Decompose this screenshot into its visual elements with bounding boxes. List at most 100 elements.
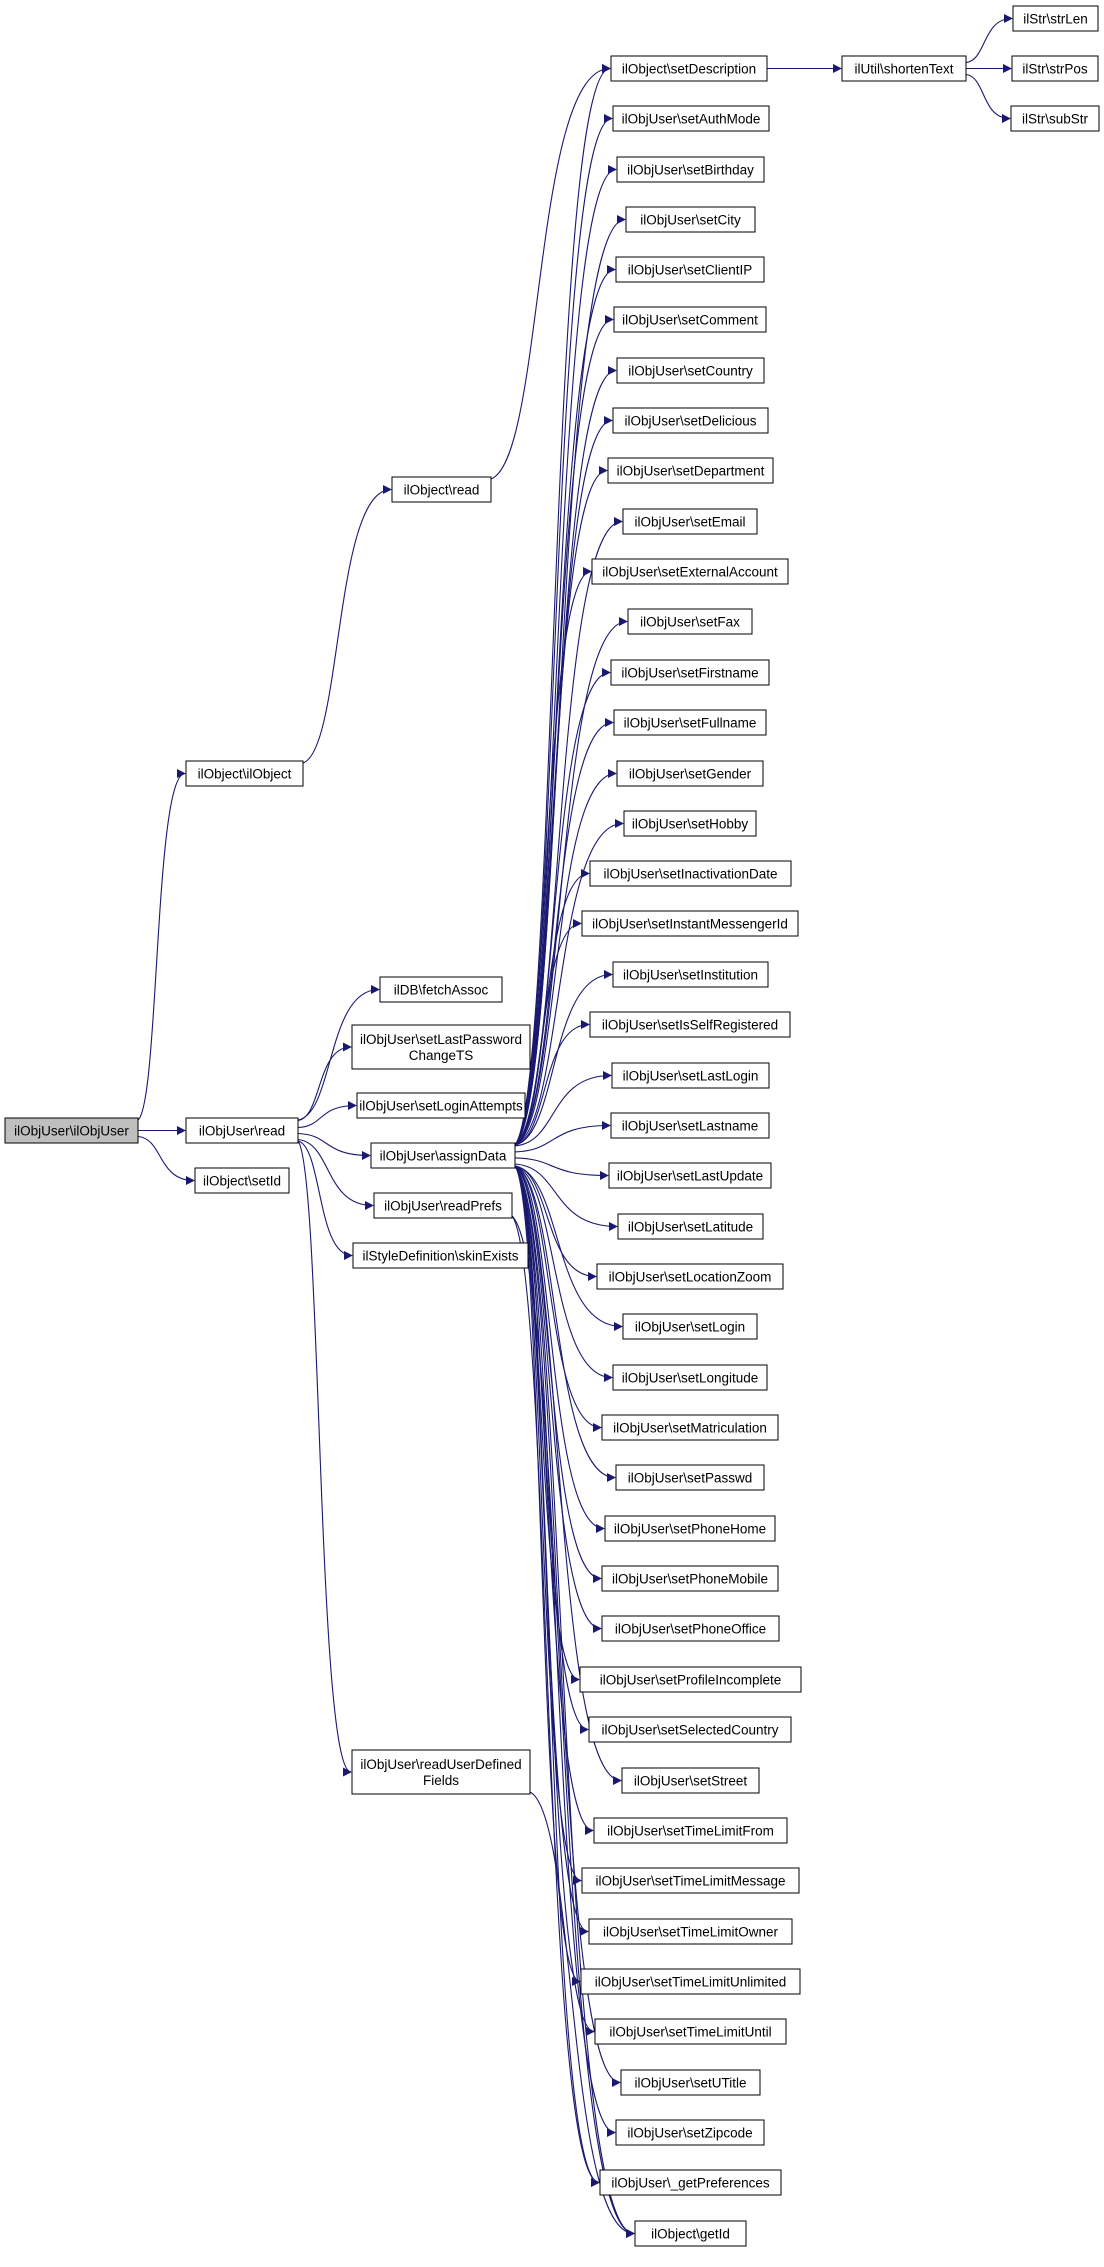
call-edge <box>514 1157 609 1180</box>
node-label: ilObjUser\setBirthday <box>627 162 754 177</box>
function-node[interactable]: ilObjUser\setPhoneOffice <box>601 1615 780 1642</box>
function-node[interactable]: ilObjUser\setTimeLimitFrom <box>593 1817 788 1844</box>
function-node[interactable]: ilObjUser\setMatriculation <box>601 1414 779 1441</box>
function-node[interactable]: ilObjUser\setLoginAttempts <box>356 1092 526 1119</box>
function-node[interactable]: ilObjUser\setPasswd <box>615 1464 765 1491</box>
function-node[interactable]: ilObjUser\setHobby <box>623 810 757 837</box>
node-label: ilObjUser\setCountry <box>628 363 753 378</box>
function-node[interactable]: ilObjUser\setProfileIncomplete <box>579 1666 802 1693</box>
function-node[interactable]: ilObject\getId <box>634 2220 747 2247</box>
function-node[interactable]: ilObjUser\setCity <box>625 206 756 233</box>
node-box <box>611 1062 770 1089</box>
node-box <box>623 810 757 837</box>
call-edge <box>514 718 614 1146</box>
node-label: ilObjUser\setZipcode <box>627 2125 752 2140</box>
node-label: ilObjUser\setDelicious <box>624 413 756 428</box>
function-node[interactable]: ilObjUser\readPrefs <box>373 1192 513 1219</box>
node-label: ilObjUser\setInstitution <box>623 967 758 982</box>
function-node[interactable]: ilObjUser\setCountry <box>616 357 765 384</box>
function-node[interactable]: ilObjUser\setTimeLimitMessage <box>581 1867 800 1894</box>
function-node[interactable]: ilObjUser\setBirthday <box>616 156 765 183</box>
function-node[interactable]: ilObject\ilObject <box>185 760 304 787</box>
function-node[interactable]: ilStr\strLen <box>1012 5 1099 32</box>
function-node[interactable]: ilObjUser\setTimeLimitUnlimited <box>580 1968 801 1995</box>
function-node[interactable]: ilObjUser\setSelectedCountry <box>588 1716 792 1743</box>
function-node[interactable]: ilObjUser\setLastLogin <box>611 1062 770 1089</box>
call-edge <box>514 1165 623 1331</box>
node-label: ilObjUser\setLastPassword <box>360 1032 522 1047</box>
function-node[interactable]: ilObjUser\setGender <box>616 760 764 787</box>
node-label: ilObjUser\setGender <box>629 766 752 781</box>
function-node[interactable]: ilObjUser\setClientIP <box>615 256 765 283</box>
function-node[interactable]: ilObjUser\setFullname <box>613 709 767 736</box>
call-edge <box>514 1121 611 1153</box>
call-edge <box>297 1132 371 1160</box>
function-node[interactable]: ilObjUser\setDelicious <box>612 407 769 434</box>
function-node[interactable]: ilObjUser\assignData <box>370 1142 516 1169</box>
function-node[interactable]: ilObjUser\_getPreferences <box>599 2169 782 2196</box>
function-node[interactable]: ilObjUser\setTimeLimitOwner <box>588 1918 793 1945</box>
function-node[interactable]: ilObjUser\setAuthMode <box>612 105 770 132</box>
function-node[interactable]: ilObjUser\read <box>185 1117 299 1144</box>
function-node[interactable]: ilObjUser\setLogin <box>622 1313 758 1340</box>
node-box <box>593 1817 788 1844</box>
function-node[interactable]: ilObject\read <box>391 476 492 503</box>
function-node[interactable]: ilObject\setId <box>194 1167 290 1194</box>
function-node[interactable]: ilObjUser\setPhoneMobile <box>601 1565 779 1592</box>
function-node[interactable]: ilObjUser\setInstantMessengerId <box>581 910 799 937</box>
node-label: ilObjUser\setStreet <box>634 1773 748 1788</box>
node-box <box>613 306 767 333</box>
function-node[interactable]: ilObjUser\setInactivationDate <box>589 860 792 887</box>
function-node[interactable]: ilStyleDefinition\skinExists <box>352 1242 529 1269</box>
function-node[interactable]: ilObjUser\setZipcode <box>615 2119 765 2146</box>
function-node[interactable]: ilObjUser\setStreet <box>621 1767 760 1794</box>
call-edge <box>514 1165 613 1382</box>
call-edge <box>514 1165 622 1785</box>
function-node[interactable]: ilObjUser\setExternalAccount <box>591 558 789 585</box>
function-node[interactable]: ilDB\fetchAssoc <box>379 976 503 1003</box>
call-edge <box>297 985 380 1121</box>
function-node[interactable]: ilObjUser\setFirstname <box>610 659 770 686</box>
node-label: ilObjUser\setClientIP <box>628 262 753 277</box>
function-node[interactable]: ilObjUser\setInstitution <box>612 961 769 988</box>
function-node[interactable]: ilObjUser\setDepartment <box>607 457 774 484</box>
function-node[interactable]: ilObjUser\setFax <box>627 608 753 635</box>
node-label: ilStr\strPos <box>1022 61 1088 76</box>
node-label: ilObjUser\setProfileIncomplete <box>600 1672 782 1687</box>
function-node[interactable]: ilObjUser\setLocationZoom <box>596 1263 784 1290</box>
node-label: ilObjUser\readPrefs <box>384 1198 502 1213</box>
node-box <box>610 55 768 82</box>
node-label: ilStr\strLen <box>1023 11 1088 26</box>
function-node[interactable]: ilStr\subStr <box>1010 105 1100 132</box>
nodes-layer: ilObjUser\ilObjUser ilObject\ilObject ilOb… <box>4 5 1100 2247</box>
call-edge <box>514 567 592 1146</box>
function-node[interactable]: ilObjUser\setLatitude <box>617 1213 764 1240</box>
function-node[interactable]: ilObjUser\setIsSelfRegistered <box>589 1011 791 1038</box>
node-label: ilObjUser\read <box>199 1123 285 1138</box>
function-node[interactable]: ilObjUser\setEmail <box>622 508 758 535</box>
function-node[interactable]: ilObject\setDescription <box>610 55 768 82</box>
function-node[interactable]: ilStr\strPos <box>1011 55 1099 82</box>
root-node[interactable]: ilObjUser\ilObjUser <box>4 1117 139 1144</box>
function-node[interactable]: ilObjUser\setTimeLimitUntil <box>594 2018 787 2045</box>
function-node[interactable]: ilObjUser\setLongitude <box>612 1364 768 1391</box>
node-box <box>373 1192 513 1219</box>
function-node[interactable]: ilObjUser\setComment <box>613 306 767 333</box>
node-box <box>616 760 764 787</box>
call-edge <box>514 1165 597 1281</box>
function-node[interactable]: ilObjUser\setUTitle <box>620 2069 761 2096</box>
call-edge <box>511 1215 600 2187</box>
function-node[interactable]: ilObjUser\setLastname <box>610 1112 770 1139</box>
function-node[interactable]: ilUtil\shortenText <box>841 55 967 82</box>
node-label: ilObjUser\readUserDefined <box>360 1757 521 1772</box>
node-box <box>620 2069 761 2096</box>
node-box <box>601 1414 779 1441</box>
node-box <box>594 2018 787 2045</box>
node-box <box>627 608 753 635</box>
function-node[interactable]: ilObjUser\setPhoneHome <box>604 1515 776 1542</box>
function-node[interactable]: ilObjUser\setLastUpdate <box>608 1162 772 1189</box>
call-edge <box>965 14 1013 64</box>
